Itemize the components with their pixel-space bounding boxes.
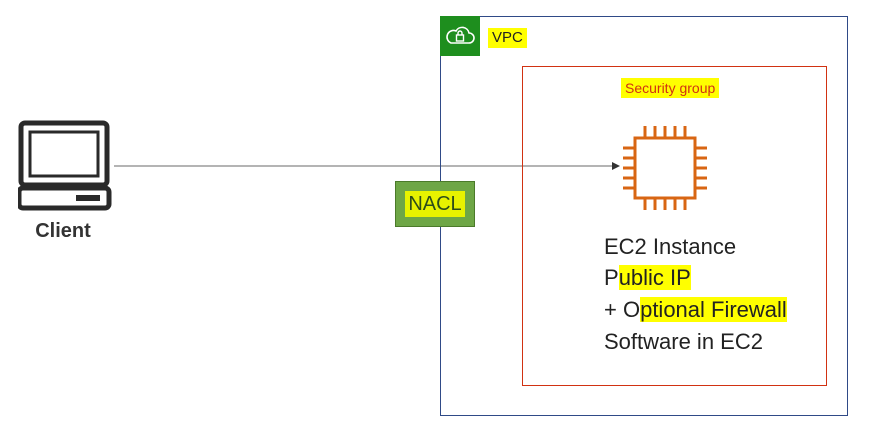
ec2-firewall-highlight: ptional Firewall [640, 297, 787, 322]
security-group-label: Security group [621, 78, 720, 98]
ec2-public-ip-prefix: P [604, 265, 619, 290]
ec2-software-label: Software in EC2 [604, 329, 763, 354]
ec2-public-ip-label: Public IP [604, 264, 691, 292]
ec2-instance-label: EC2 Instance [604, 234, 737, 259]
ec2-firewall-label: + Optional Firewall [604, 296, 787, 324]
vpc-badge [440, 16, 480, 56]
security-group-boundary [522, 66, 827, 386]
nacl-box: NACL [395, 181, 475, 227]
vpc-label: VPC [488, 28, 527, 48]
ec2-chip-icon [623, 126, 707, 210]
ec2-public-ip-highlight: ublic IP [618, 265, 691, 290]
client-label: Client [35, 220, 91, 242]
nacl-label: NACL [405, 191, 465, 217]
ec2-firewall-prefix: + O [604, 297, 641, 322]
client-computer-icon [18, 120, 112, 211]
cloud-lock-icon [446, 26, 475, 44]
